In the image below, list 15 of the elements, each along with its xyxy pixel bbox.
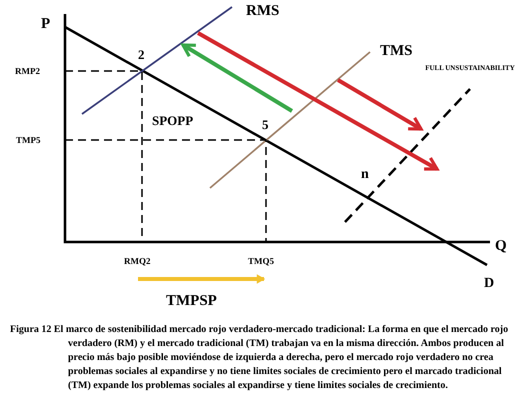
- axis-label: n: [361, 166, 369, 184]
- axis-label: Q: [495, 237, 507, 256]
- axis-label: RMQ2: [124, 255, 150, 268]
- axis-label: P: [41, 15, 50, 34]
- axis-label: 2: [138, 46, 144, 64]
- axis-label: TMP5: [16, 134, 40, 147]
- axis-label: D: [484, 275, 494, 293]
- axis-label: TMQ5: [248, 255, 274, 268]
- figure-caption: Figura 12 El marco de sostenibilidad mercado rojo verdadero-mercado tradicional: La forma en que el mercado rojo verdadero (RM) y el mercado tradicional (TM) trabajan va en la misma dirección. Ambos producen al precio más bajo posible moviéndose de izquierda a derecha, pero el mercado rojo verdadero no crea problemas sociales al expandirse y no tiene limites sociales de crecimiento pero el marcado tradicional (TM) expande los problemas sociales al expandirse y tiene limites sociales de crecimiento.: [10, 323, 510, 393]
- axis-label: TMPSP: [166, 292, 217, 311]
- axis-label: SPOPP: [152, 112, 194, 130]
- axis-label: RMP2: [15, 65, 40, 78]
- axis-label: TMS: [380, 42, 413, 61]
- axis-label: RMS: [246, 2, 280, 21]
- axis-label: 5: [262, 116, 268, 134]
